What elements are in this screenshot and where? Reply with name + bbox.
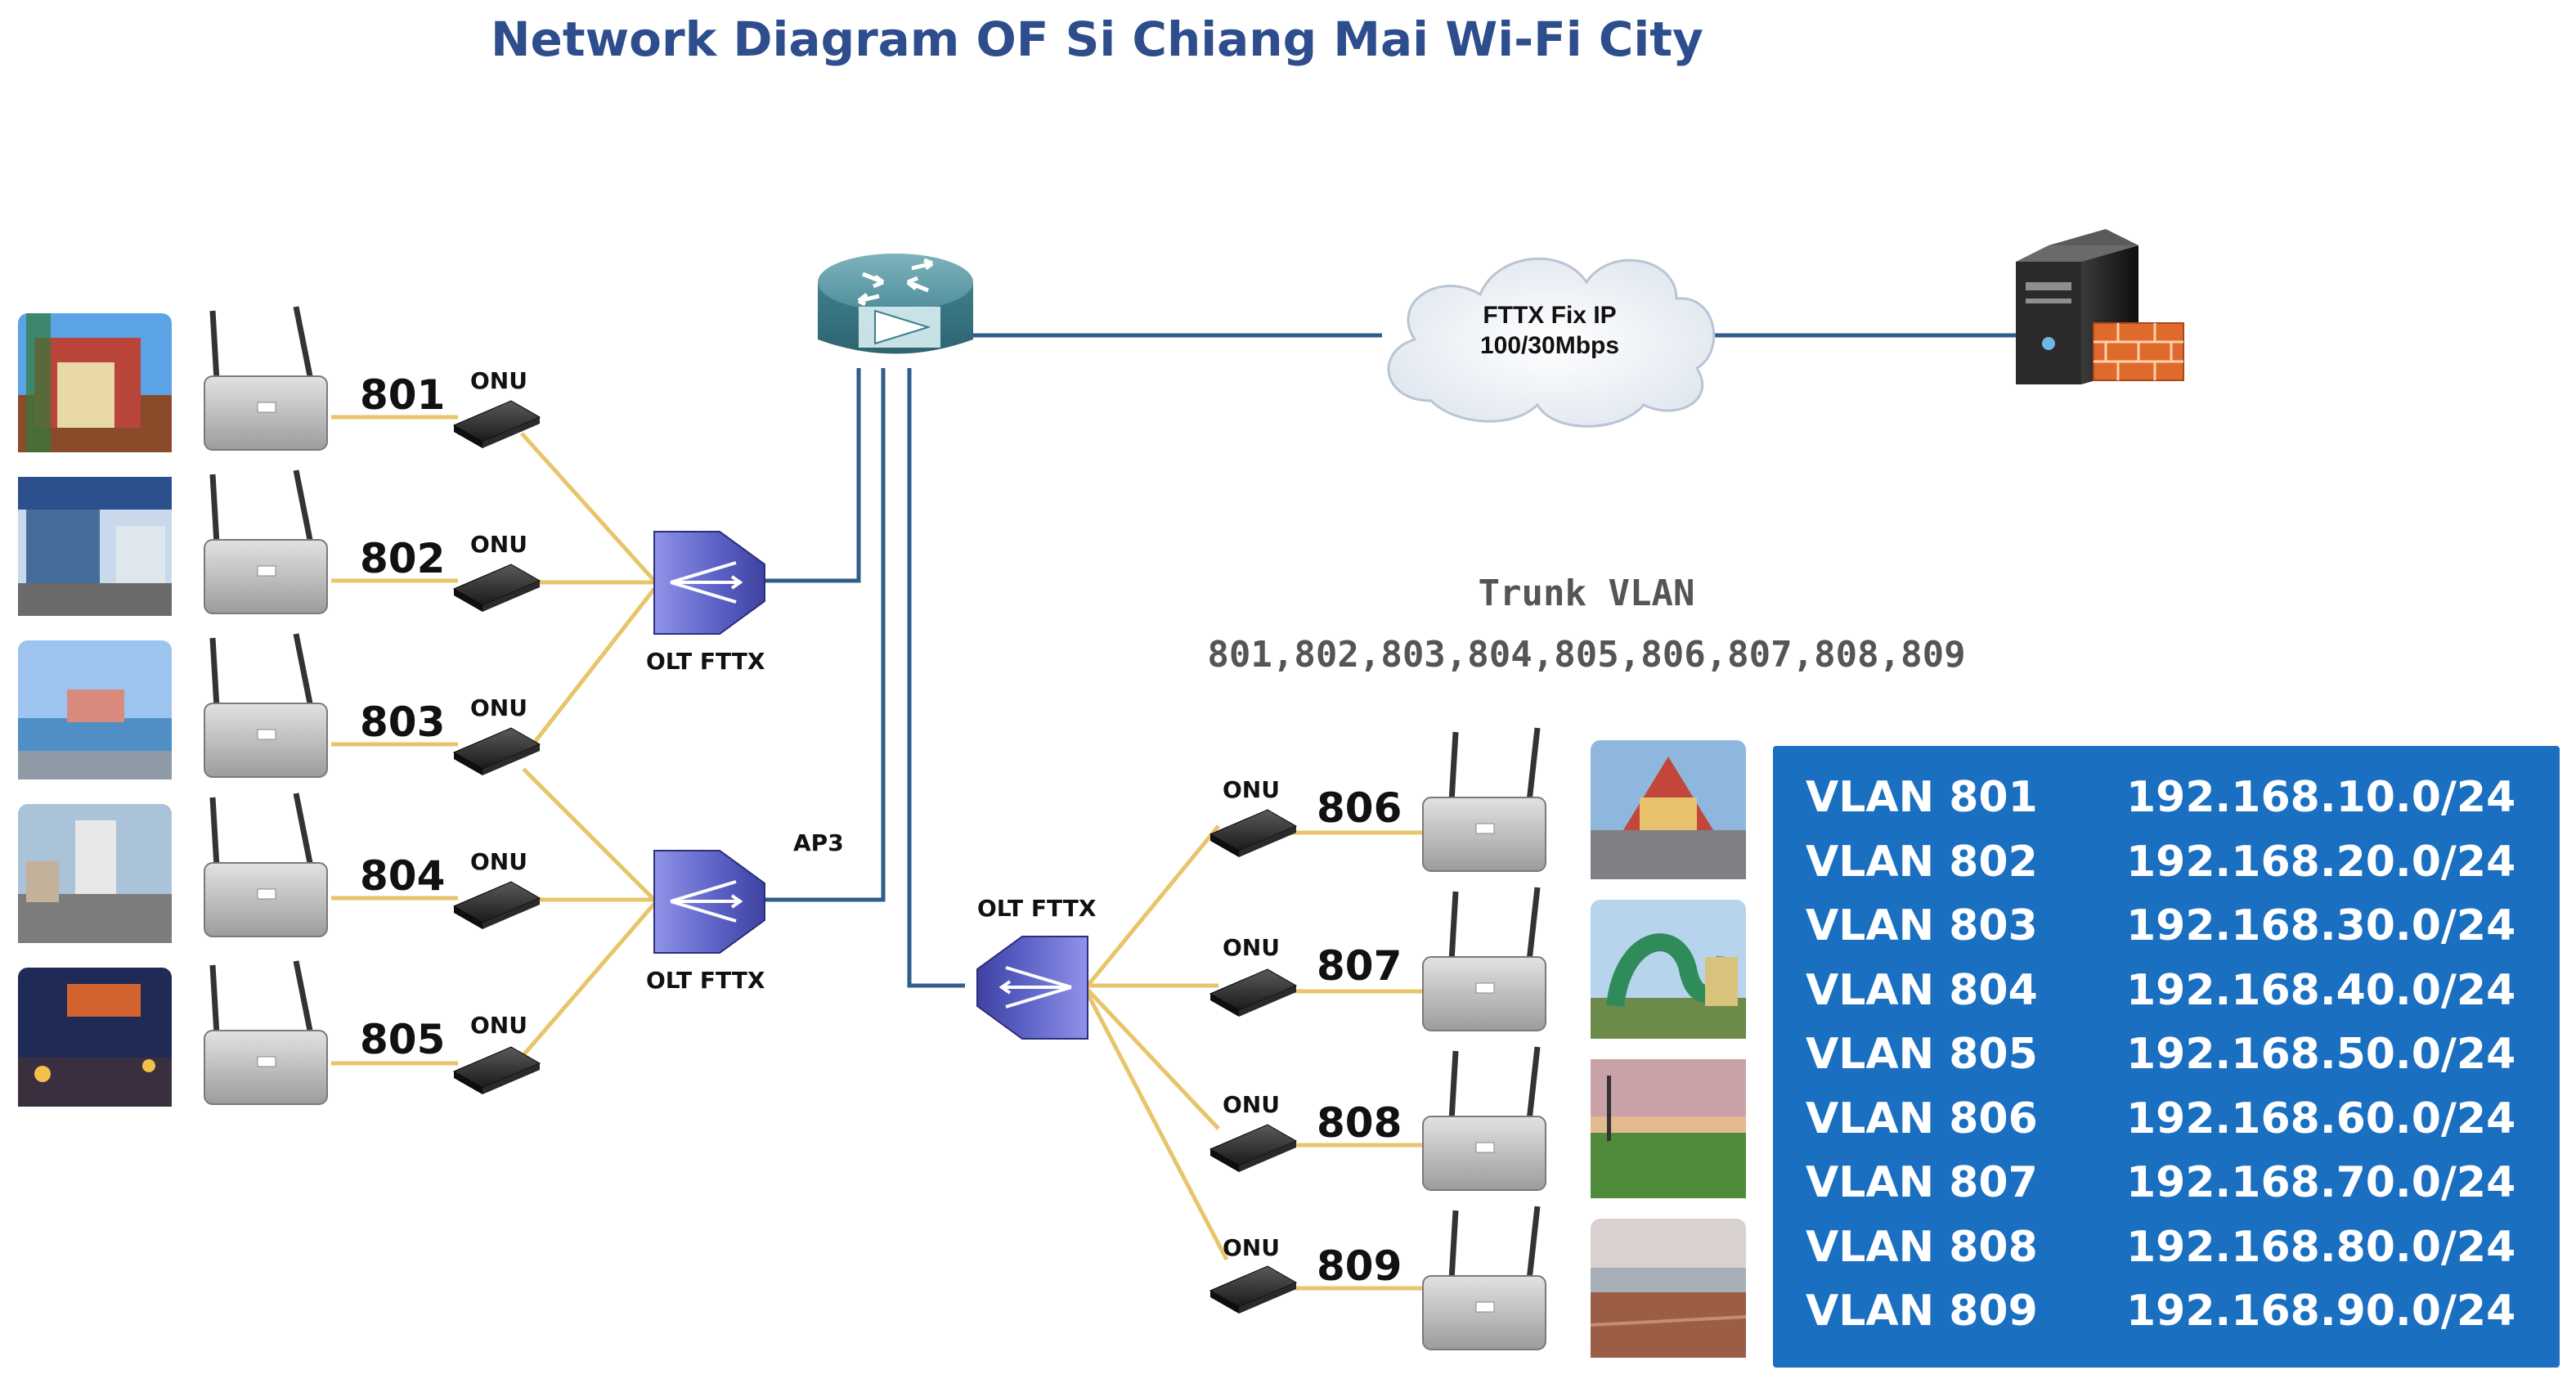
site-photo [1591,900,1746,1039]
vlan-name: VLAN 806 [1806,1094,2038,1143]
olt-device-2-icon[interactable] [653,850,765,954]
site-photo [1591,740,1746,879]
olt-device-3-icon[interactable] [976,936,1088,1040]
onu-device-icon[interactable] [452,727,541,775]
olt-label-2: OLT FTTX [646,967,765,994]
vlan-row: VLAN 801 192.168.10.0/24 [1806,766,2560,830]
vlan-subnet: 192.168.90.0/24 [2126,1287,2516,1336]
ap-number-label: 805 [360,1016,445,1063]
ap-number-label: 801 [360,371,445,419]
onu-device-icon[interactable] [452,881,541,929]
access-point-icon[interactable] [1422,1046,1546,1191]
vlan-name: VLAN 802 [1806,837,2038,887]
firewall-icon [2093,322,2184,381]
vlan-name: VLAN 804 [1806,965,2038,1015]
vlan-row: VLAN 809 192.168.90.0/24 [1806,1279,2560,1344]
onu-label: ONU [470,694,527,721]
access-point-icon[interactable] [1422,1206,1546,1350]
access-point-icon[interactable] [204,306,328,451]
vlan-subnet: 192.168.30.0/24 [2126,901,2516,951]
onu-device-icon[interactable] [1209,809,1298,857]
vlan-subnet: 192.168.80.0/24 [2126,1222,2516,1272]
ap-number-label: 802 [360,535,445,582]
vlan-row: VLAN 804 192.168.40.0/24 [1806,959,2560,1023]
site-photo [18,640,172,779]
site-photo [18,477,172,616]
onu-device-icon[interactable] [1209,1124,1298,1172]
olt-device-1-icon[interactable] [653,531,765,635]
vlan-subnet: 192.168.70.0/24 [2126,1158,2516,1208]
vlan-subnet: 192.168.20.0/24 [2126,837,2516,887]
vlan-row: VLAN 802 192.168.20.0/24 [1806,830,2560,895]
onu-device-icon[interactable] [1209,968,1298,1017]
cloud-label-line2: 100/30Mbps [1480,332,1619,359]
vlan-name: VLAN 801 [1806,773,2038,823]
onu-label: ONU [470,1012,527,1039]
vlan-row: VLAN 806 192.168.60.0/24 [1806,1087,2560,1152]
ap3-label: AP3 [793,829,844,856]
ap-number-label: 804 [360,852,445,900]
site-photo [18,804,172,943]
access-point-icon[interactable] [204,960,328,1105]
vlan-name: VLAN 803 [1806,901,2038,951]
vlan-subnet: 192.168.60.0/24 [2126,1094,2516,1143]
olt-label-1: OLT FTTX [646,648,765,675]
access-point-icon[interactable] [1422,887,1546,1031]
router-icon[interactable] [818,254,973,354]
left-column: 801 802 803 804 805 ONU ONU ONU ONU ONU [18,306,541,1107]
trunk-vlan-list: 801,802,803,804,805,806,807,808,809 [1207,634,1965,676]
internet-cloud-icon [1387,257,1716,428]
site-photo [1590,1219,1747,1358]
vlan-row: VLAN 808 192.168.80.0/24 [1806,1215,2560,1280]
trunk-vlan-title: Trunk VLAN [1479,573,1695,614]
vlan-name: VLAN 808 [1806,1222,2038,1272]
onu-label: ONU [1223,1234,1280,1261]
uplink-lines [765,333,2016,988]
ap-number-label: 809 [1317,1242,1402,1290]
vlan-subnet-table: VLAN 801 192.168.10.0/24 VLAN 802 192.16… [1773,746,2560,1368]
onu-label: ONU [1223,934,1280,961]
onu-device-icon[interactable] [452,1046,541,1094]
vlan-name: VLAN 805 [1806,1030,2038,1080]
vlan-row: VLAN 807 192.168.70.0/24 [1806,1151,2560,1215]
access-point-icon[interactable] [1422,727,1546,872]
onu-device-icon[interactable] [452,564,541,612]
vlan-name: VLAN 807 [1806,1158,2038,1208]
router-to-olt1-link [765,368,861,583]
vlan-subnet: 192.168.50.0/24 [2126,1030,2516,1080]
vlan-row: VLAN 803 192.168.30.0/24 [1806,894,2560,959]
access-point-icon[interactable] [204,793,328,937]
olt-label-3: OLT FTTX [977,895,1097,922]
diagram-title: Network Diagram OF Si Chiang Mai Wi-Fi C… [491,11,1703,67]
ap-number-label: 803 [360,698,445,746]
ap-number-label: 808 [1317,1099,1402,1147]
ap-number-label: 807 [1317,942,1402,990]
right-column: 806 807 808 809 ONU ONU ONU ONU [1209,727,1747,1358]
onu-label: ONU [1223,1091,1280,1118]
ap-number-label: 806 [1317,784,1402,832]
site-photo [18,968,172,1107]
router-to-olt3-link [907,368,965,988]
onu-label: ONU [470,531,527,558]
onu-label: ONU [470,848,527,875]
fiber-lines [331,415,1423,1291]
access-point-icon[interactable] [204,469,328,614]
onu-device-icon[interactable] [1209,1265,1298,1314]
site-photo [1591,1059,1746,1198]
cloud-label-line1: FTTX Fix IP [1483,302,1616,329]
access-point-icon[interactable] [204,633,328,778]
onu-device-icon[interactable] [452,400,541,448]
site-photo [18,313,172,452]
onu-label: ONU [470,367,527,394]
vlan-name: VLAN 809 [1806,1287,2038,1336]
vlan-subnet: 192.168.40.0/24 [2126,965,2516,1015]
router-to-olt2-link [765,368,886,902]
onu-label: ONU [1223,776,1280,803]
vlan-row: VLAN 805 192.168.50.0/24 [1806,1022,2560,1087]
vlan-subnet: 192.168.10.0/24 [2126,773,2516,823]
